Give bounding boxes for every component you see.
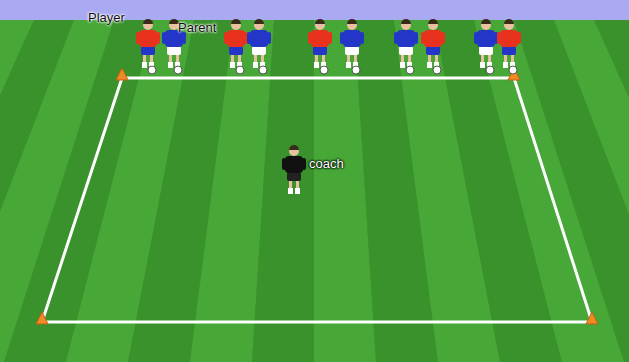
grass-stripe [252,20,314,362]
grass-stripe [594,20,629,362]
figure [421,19,445,74]
figure [308,19,332,74]
figure [497,19,521,74]
grid-boundary [42,78,592,322]
role-label: Player [88,10,125,25]
figure [247,19,271,74]
cone [586,312,598,324]
role-label: coach [309,156,344,171]
figure [136,19,160,74]
figure [474,19,498,74]
figure [224,19,248,74]
figure [282,145,306,194]
figure [394,19,418,74]
role-label: Parent [178,20,216,35]
cone [36,312,48,324]
cone [116,68,128,80]
figure [340,19,364,74]
